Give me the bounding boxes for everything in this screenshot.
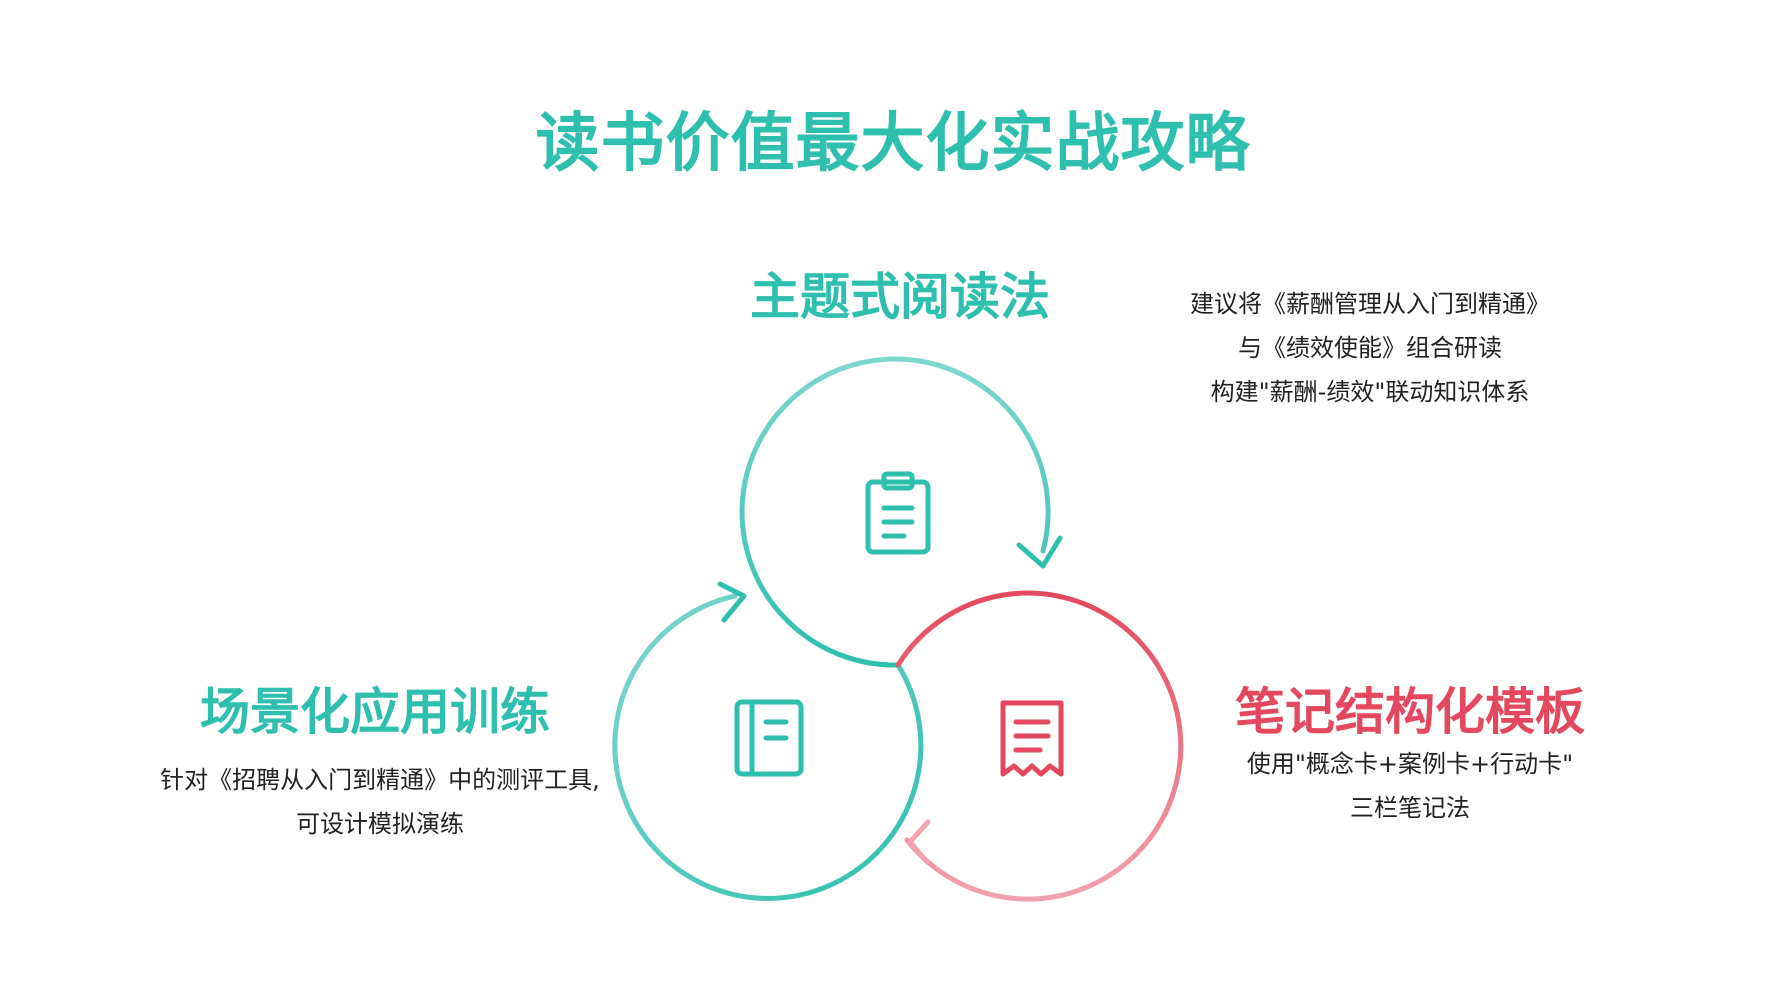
clipboard-icon bbox=[865, 471, 931, 555]
description-line: 建议将《薪酬管理从入门到精通》 bbox=[1190, 290, 1550, 318]
notebook-icon bbox=[734, 699, 804, 777]
cycle-arc-left bbox=[612, 593, 924, 901]
node-heading-left: 场景化应用训练 bbox=[200, 683, 550, 741]
receipt-icon bbox=[1000, 700, 1064, 777]
cycle-arc-top bbox=[739, 356, 1051, 668]
node-description-top: 建议将《薪酬管理从入门到精通》 与《绩效使能》组合研读 构建"薪酬-绩效"联动知… bbox=[1110, 282, 1630, 414]
node-description-right: 使用"概念卡+案例卡+行动卡" 三栏笔记法 bbox=[1170, 742, 1650, 830]
page-title: 读书价值最大化实战攻略 bbox=[535, 107, 1251, 181]
description-line: 使用"概念卡+案例卡+行动卡" bbox=[1246, 750, 1574, 778]
description-line: 与《绩效使能》组合研读 bbox=[1238, 334, 1502, 362]
arrowhead-left bbox=[717, 581, 747, 623]
description-line: 可设计模拟演练 bbox=[296, 810, 464, 838]
description-line: 构建"薪酬-绩效"联动知识体系 bbox=[1210, 378, 1530, 406]
arrowhead-top bbox=[1016, 535, 1063, 569]
arrowhead-right bbox=[907, 819, 931, 865]
cycle-arc-right bbox=[895, 590, 1184, 902]
node-heading-right: 笔记结构化模板 bbox=[1235, 683, 1585, 741]
description-line: 三栏笔记法 bbox=[1350, 794, 1470, 822]
description-line: 针对《招聘从入门到精通》中的测评工具, bbox=[160, 766, 600, 794]
node-heading-top: 主题式阅读法 bbox=[750, 268, 1050, 326]
node-description-left: 针对《招聘从入门到精通》中的测评工具, 可设计模拟演练 bbox=[100, 758, 660, 846]
